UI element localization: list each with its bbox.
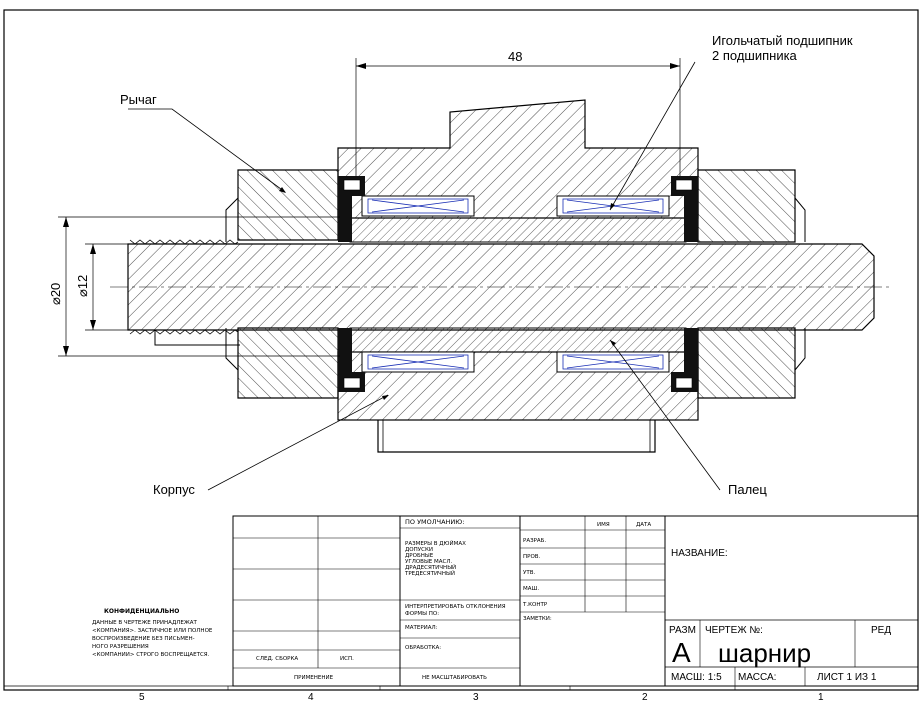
tb-dwgno-label: ЧЕРТЕЖ №: bbox=[705, 625, 763, 636]
tb-mass: МАССА: bbox=[738, 672, 776, 683]
dim-dia12-label: ⌀12 bbox=[75, 275, 90, 297]
leader-bearing bbox=[609, 61, 696, 211]
tb-col-name: ИМЯ bbox=[597, 522, 610, 528]
tb-title-value: шарнир bbox=[718, 638, 811, 668]
tb-conf-1: <КОМПАНИЯ>. ЗАСТИЧНОЕ ИЛИ ПОЛНОЕ bbox=[92, 628, 213, 634]
tb-conf-3: НОГО РАЗРЕШЕНИЯ bbox=[92, 644, 149, 650]
sheet-border bbox=[3, 9, 919, 691]
callout-bearing-2: 2 подшипника bbox=[712, 48, 798, 63]
thread-top bbox=[129, 239, 239, 245]
inner-sleeve-bottom bbox=[349, 327, 687, 353]
tb-dims-4: ДРАДЕСЯТИЧНЫЙ bbox=[405, 564, 456, 571]
leader-pin bbox=[609, 339, 721, 491]
lever-right-bottom bbox=[697, 327, 796, 399]
needle-bearing-bottom-left bbox=[361, 351, 475, 373]
tb-conf-2: ВОСПРОИЗВЕДЕНИЕ БЕЗ ПИСЬМЕН- bbox=[92, 636, 195, 642]
tb-title-label: НАЗВАНИЕ: bbox=[671, 548, 728, 559]
tb-used-on: ИСП. bbox=[340, 656, 354, 662]
tb-material: МАТЕРИАЛ: bbox=[405, 625, 438, 631]
callout-housing: Корпус bbox=[153, 482, 195, 497]
tb-scale: МАСШ: 1:5 bbox=[671, 672, 722, 683]
tb-finish: ОБРАБОТКА: bbox=[405, 645, 441, 651]
inner-sleeve-top bbox=[349, 217, 687, 243]
tb-dims-5: ТРЕДЕСЯТИЧНЫЙ bbox=[404, 570, 455, 577]
zone-1: 1 bbox=[818, 692, 824, 703]
tb-row-1: ПРОВ. bbox=[523, 554, 541, 560]
seals bbox=[338, 176, 698, 392]
tb-row-0: РАЗРАБ. bbox=[523, 538, 546, 544]
leader-housing bbox=[207, 394, 389, 491]
dim-48-label: 48 bbox=[508, 49, 522, 64]
zone-labels: 5 4 3 2 1 bbox=[139, 692, 824, 703]
tb-size-label: РАЗМ bbox=[669, 625, 696, 636]
tb-row-3: МАШ. bbox=[523, 586, 539, 592]
tb-conf-0: ДАННЫЕ В ЧЕРТЕЖЕ ПРИНАДЛЕЖАТ bbox=[92, 620, 198, 626]
tb-sheet: ЛИСТ 1 ИЗ 1 bbox=[817, 672, 877, 683]
tb-notes: ЗАМЕТКИ: bbox=[523, 616, 552, 622]
tb-default: ПО УМОЛЧАНИЮ: bbox=[405, 518, 465, 526]
callout-lever: Рычаг bbox=[120, 92, 157, 107]
housing-skirt bbox=[377, 420, 656, 453]
zone-2: 2 bbox=[642, 692, 648, 703]
lever-left-bottom bbox=[237, 327, 339, 399]
tb-assy-next: СЛЕД. СБОРКА bbox=[256, 656, 298, 662]
tb-dims-0: РАЗМЕРЫ В ДЮЙМАХ bbox=[405, 540, 466, 547]
tb-conf-4: <КОМПАНИИ> СТРОГО ВОСПРЕЩАЕТСЯ. bbox=[92, 652, 210, 658]
tb-confidential-title: КОНФИДЕНЦИАЛЬНО bbox=[104, 608, 179, 615]
tb-size-value: А bbox=[672, 637, 691, 668]
tb-dims-1: ДОПУСКИ bbox=[405, 547, 433, 553]
tb-application: ПРИМЕНЕНИЕ bbox=[294, 675, 334, 681]
section-view: 48 ⌀20 ⌀12 Рычаг Игольчатый подшипник 2 … bbox=[48, 33, 890, 497]
title-block bbox=[4, 515, 919, 690]
lever-left-top bbox=[237, 169, 339, 241]
dim-dia20-label: ⌀20 bbox=[48, 283, 63, 305]
needle-bearing-top-left bbox=[361, 195, 475, 217]
tb-dims-3: УГЛОВЫЕ МАСЛ. bbox=[405, 559, 453, 565]
tb-interpret-2: ФОРМЫ ПО: bbox=[405, 611, 439, 617]
title-block-text: ПО УМОЛЧАНИЮ: РАЗМЕРЫ В ДЮЙМАХ ДОПУСКИ Д… bbox=[92, 518, 891, 683]
tb-dims-2: ДРОБНЫЕ bbox=[405, 553, 434, 559]
tb-row-2: УТВ. bbox=[523, 570, 535, 576]
zone-3: 3 bbox=[473, 692, 479, 703]
leader-lever bbox=[128, 108, 286, 193]
tb-col-date: ДАТА bbox=[636, 522, 651, 528]
needle-bearing-bottom-right bbox=[556, 351, 670, 373]
zone-5: 5 bbox=[139, 692, 145, 703]
tb-interpret-1: ИНТЕРПРЕТИРОВАТЬ ОТКЛОНЕНИЯ bbox=[405, 604, 506, 610]
tb-rev-label: РЕД bbox=[871, 625, 891, 636]
callout-pin: Палец bbox=[728, 482, 767, 497]
tb-no-scale: НЕ МАСШТАБИРОВАТЬ bbox=[422, 675, 487, 681]
lever-right-top bbox=[697, 169, 796, 243]
thread-bottom bbox=[129, 329, 239, 335]
callout-bearing-1: Игольчатый подшипник bbox=[712, 33, 853, 48]
tb-row-4: Т.КОНТР bbox=[522, 602, 548, 608]
zone-4: 4 bbox=[308, 692, 314, 703]
